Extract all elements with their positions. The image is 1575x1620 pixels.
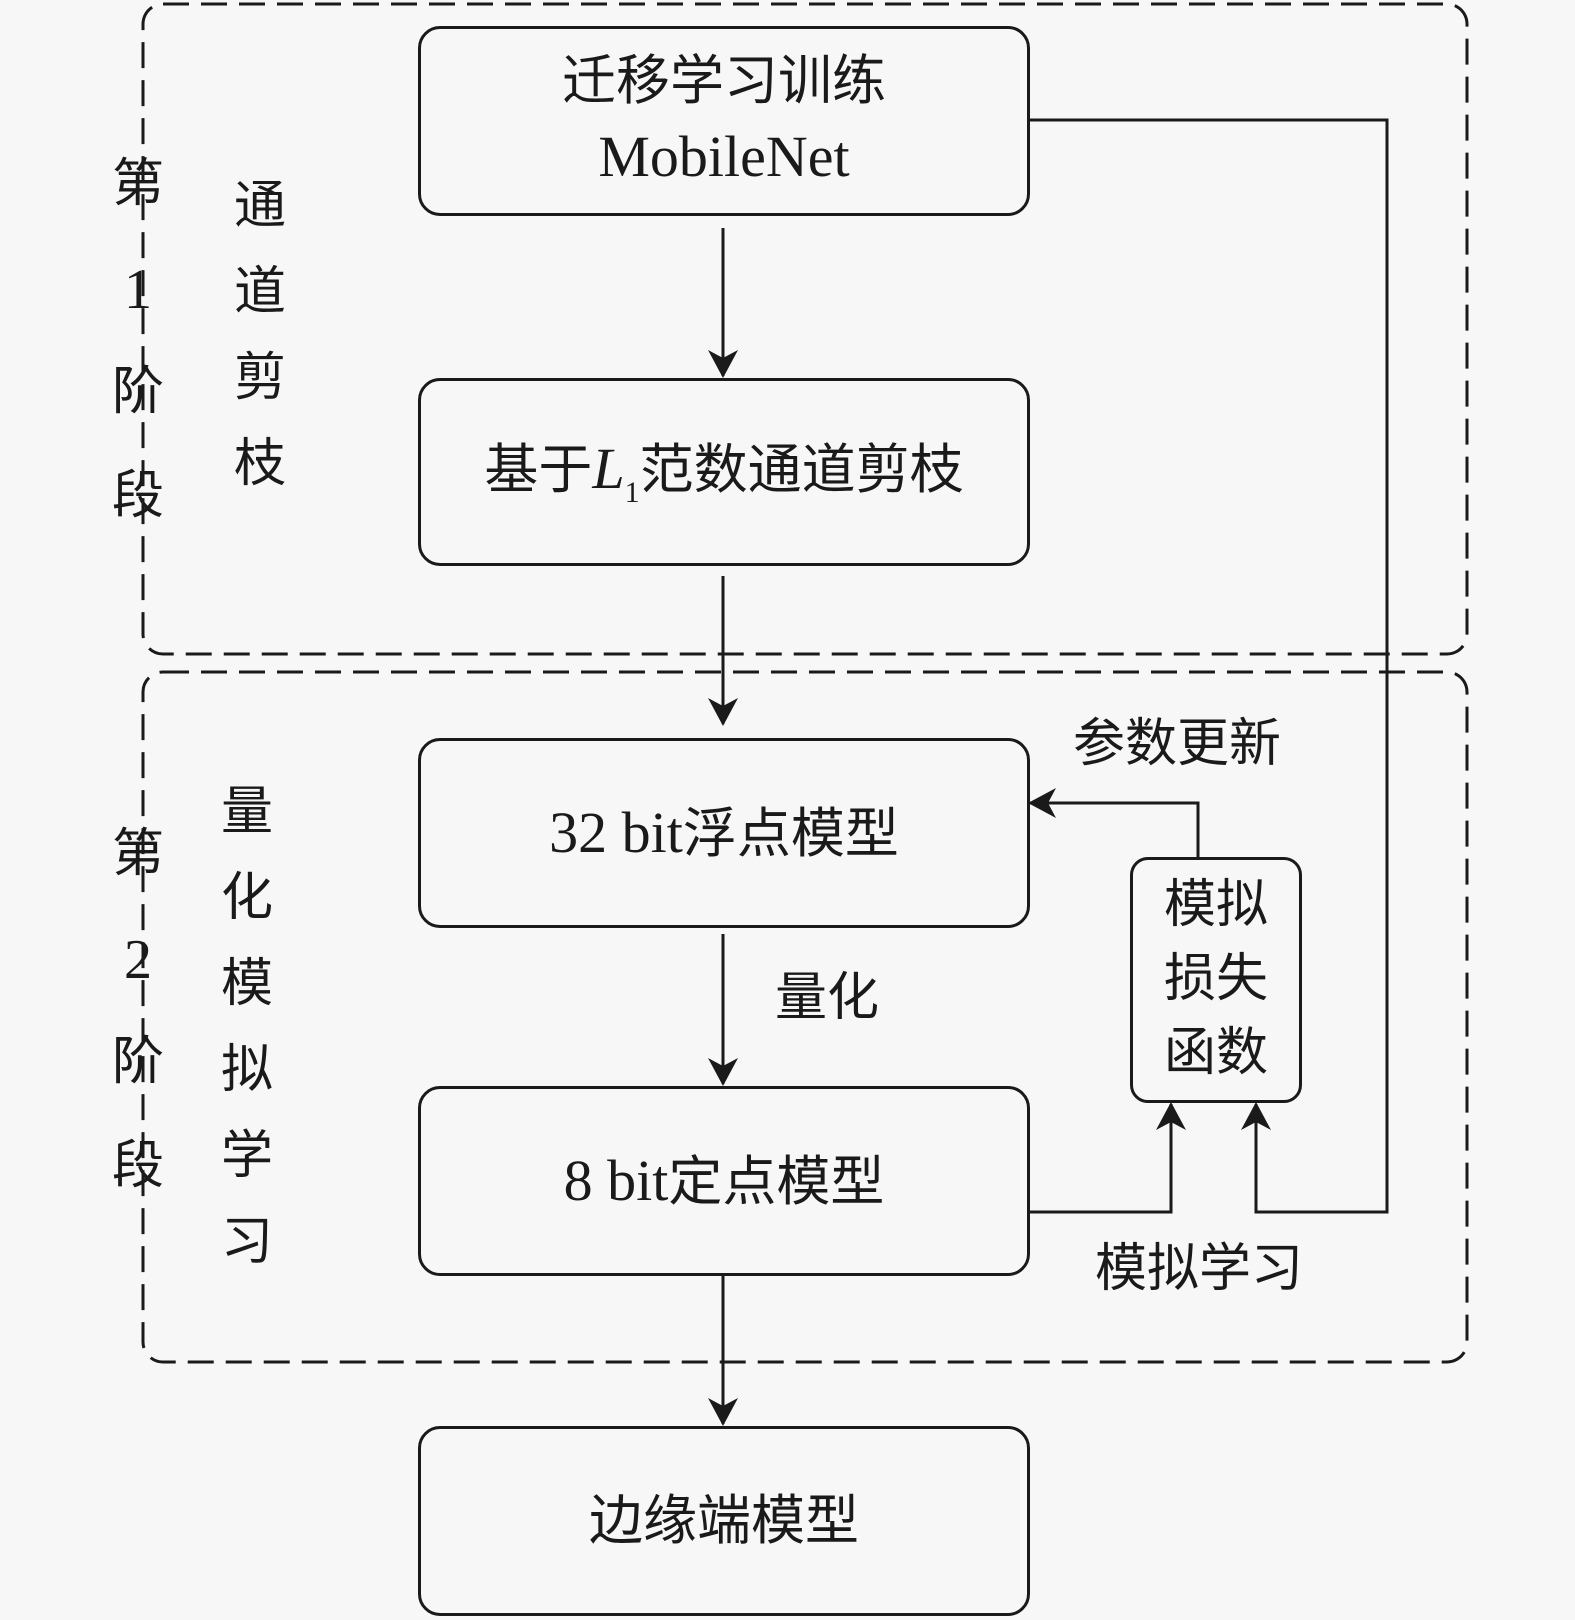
stage2-method-char: 量	[220, 782, 273, 842]
stage2-method-char: 模	[220, 954, 273, 1014]
stage2-char: 段	[111, 1136, 164, 1196]
node-float32-text: 32 bit浮点模型	[549, 794, 899, 872]
stage1-char: 第	[111, 154, 164, 214]
node-transfer-line2: MobileNet	[598, 124, 850, 190]
stage1-region	[141, 2, 1469, 656]
node-fixed8-label: 定点模型	[668, 1149, 885, 1213]
arrow-fixed8-to-loss	[1029, 1102, 1186, 1214]
node-fixed8-num: 8 bit	[563, 1147, 669, 1213]
node-float32-num: 32 bit	[549, 799, 683, 865]
stage1-char: 阶	[111, 362, 164, 422]
node-pruning-prefix: 基于	[484, 438, 593, 502]
node-pruning-suffix: 范数通道剪枝	[639, 438, 964, 502]
stage1-method-char: 道	[233, 262, 286, 322]
node-pruning-text: 基于L1范数通道剪枝	[484, 430, 963, 514]
stage2-region	[141, 670, 1469, 1364]
stage2-char: 阶	[111, 1032, 164, 1092]
stage1-char: 1	[124, 259, 152, 321]
arrow-loss-to-float32	[1028, 788, 1200, 857]
edge-label-param-update: 参数更新	[1073, 714, 1282, 774]
stage2-char: 2	[124, 929, 152, 991]
node-edge-model: 边缘端模型	[418, 1426, 1030, 1616]
stage2-label: 第 2 阶 段	[103, 828, 173, 1244]
node-pruning-var: L	[592, 436, 625, 502]
stage2-method-char: 学	[220, 1126, 273, 1186]
edge-label-quantize: 量化	[775, 968, 880, 1028]
stage2-method-char: 习	[220, 1212, 273, 1272]
stage1-method-label: 通 道 剪 枝	[225, 180, 295, 524]
node-edge-text: 边缘端模型	[589, 1488, 859, 1552]
stage1-method-char: 通	[233, 176, 286, 236]
edge-label-simulated-learning: 模拟学习	[1095, 1239, 1304, 1299]
node-fixed8-model: 8 bit定点模型	[418, 1086, 1030, 1276]
stage1-method-char: 剪	[233, 348, 286, 408]
arrow-transfer-to-loss	[1029, 118, 1389, 1214]
node-loss-line: 模拟	[1163, 875, 1268, 936]
stage2-method-char: 化	[220, 868, 273, 928]
node-transfer-line1: 迁移学习训练	[562, 49, 886, 113]
node-loss-line: 函数	[1163, 1022, 1268, 1083]
node-pruning-sub: 1	[624, 476, 640, 510]
node-l1-pruning: 基于L1范数通道剪枝	[418, 378, 1030, 566]
node-transfer-learning: 迁移学习训练 MobileNet	[418, 26, 1030, 216]
stage2-method-char: 拟	[220, 1040, 273, 1100]
stage1-label: 第 1 阶 段	[103, 158, 173, 574]
stage2-char: 第	[111, 824, 164, 884]
stage1-method-char: 枝	[233, 434, 286, 494]
stage2-method-label: 量 化 模 拟 学 习	[212, 786, 282, 1302]
node-loss-line: 损失	[1163, 949, 1268, 1010]
node-simulated-loss: 模拟 损失 函数	[1130, 857, 1302, 1103]
node-float32-label: 浮点模型	[682, 801, 899, 865]
stage1-char: 段	[111, 466, 164, 526]
node-float32-model: 32 bit浮点模型	[418, 738, 1030, 928]
node-fixed8-text: 8 bit定点模型	[564, 1142, 885, 1220]
